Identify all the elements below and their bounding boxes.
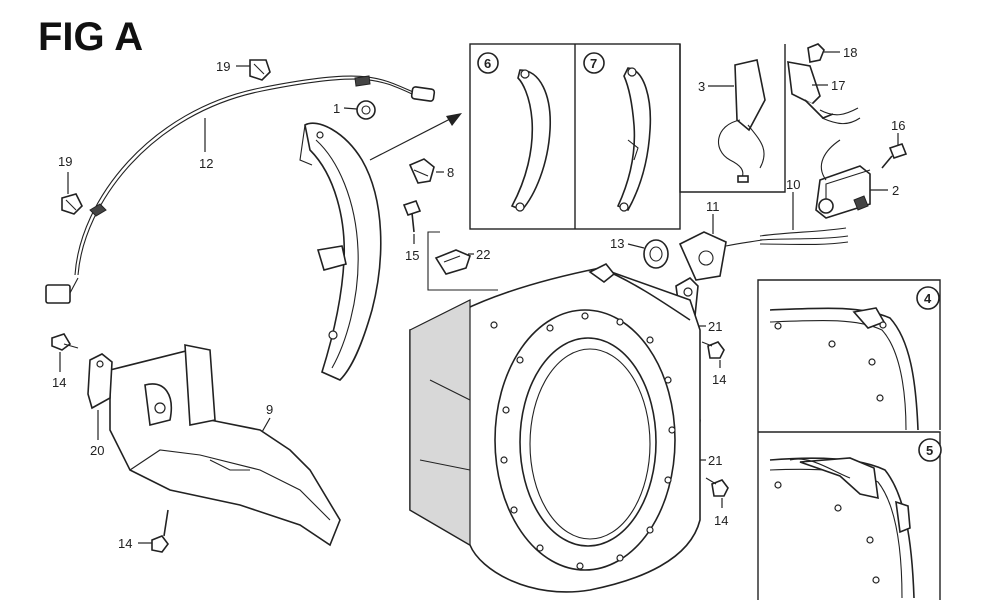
- figure-title: FIG A: [38, 15, 143, 59]
- label-19-top: 19: [216, 59, 230, 74]
- nut-part-1: [356, 100, 376, 120]
- label-14-right-top: 14: [712, 372, 726, 387]
- label-1: 1: [333, 101, 340, 116]
- guard-part-9: [109, 344, 341, 547]
- leader-13: [627, 243, 645, 249]
- bracket-part-22: [427, 231, 498, 291]
- pointer-arrow-line: [369, 117, 453, 161]
- shroud-plate-part: [299, 122, 382, 381]
- label-16: 16: [891, 118, 905, 133]
- bolt-part-15: [402, 200, 422, 233]
- screw-part-16: [881, 143, 908, 169]
- clip-part-19-left: [61, 193, 83, 215]
- bracket-part-20: [87, 353, 113, 410]
- svg-text:6: 6: [484, 56, 491, 71]
- callout-4: 4: [916, 286, 940, 310]
- wire-part-10: [759, 227, 849, 246]
- label-21-top: 21: [708, 319, 722, 334]
- callout-5: 5: [918, 438, 942, 462]
- label-8: 8: [447, 165, 454, 180]
- label-14-right-bottom: 14: [714, 513, 728, 528]
- bracket-part-17: [787, 61, 861, 125]
- detail-panel-4: [757, 279, 941, 431]
- label-10: 10: [786, 177, 800, 192]
- clip-part-19-top: [249, 59, 271, 81]
- pointer-arrowhead: [446, 113, 462, 126]
- svg-text:4: 4: [924, 291, 932, 306]
- label-17: 17: [831, 78, 845, 93]
- label-15: 15: [405, 248, 419, 263]
- callout-6: 6: [477, 52, 499, 74]
- label-19-left: 19: [58, 154, 72, 169]
- leader-9: [261, 417, 271, 433]
- callout-7: 7: [583, 52, 605, 74]
- bolt-part-14-right-bottom: [705, 477, 729, 497]
- label-14-left-top: 14: [52, 375, 66, 390]
- bolt-part-14-left-bottom: [151, 509, 169, 553]
- detail-box-6-7-3: [469, 43, 786, 230]
- label-9: 9: [266, 402, 273, 417]
- bolt-part-18: [807, 43, 825, 63]
- label-18: 18: [843, 45, 857, 60]
- label-11: 11: [706, 199, 720, 214]
- label-3: 3: [698, 79, 705, 94]
- switch-part-11: [678, 231, 763, 281]
- label-2: 2: [892, 183, 899, 198]
- label-22: 22: [476, 247, 490, 262]
- wire-harness-part: [45, 75, 436, 304]
- label-21-bottom: 21: [708, 453, 722, 468]
- clip-part-8: [408, 158, 435, 184]
- label-13: 13: [610, 236, 624, 251]
- grommet-part-13: [643, 239, 669, 269]
- label-20: 20: [90, 443, 104, 458]
- detail-panel-5: [757, 430, 941, 600]
- module-part-2: [815, 139, 871, 219]
- label-12: 12: [199, 156, 213, 171]
- fan-housing-part: [409, 262, 701, 593]
- label-14-left-bottom: 14: [118, 536, 132, 551]
- leader-1: [343, 107, 358, 110]
- bolt-part-14-right-top: [701, 341, 725, 359]
- svg-text:7: 7: [590, 56, 597, 71]
- svg-text:5: 5: [926, 443, 933, 458]
- bolt-part-14-left-top: [51, 333, 79, 351]
